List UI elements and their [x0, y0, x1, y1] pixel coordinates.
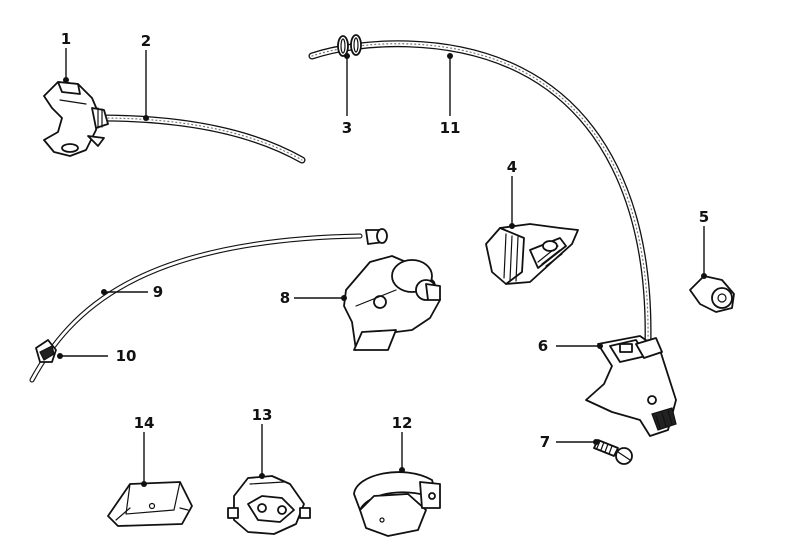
callout-13: 13 — [252, 406, 273, 479]
part-2-cable — [96, 114, 306, 164]
callout-9: 9 — [101, 283, 163, 301]
callout-2: 2 — [141, 32, 151, 121]
callout-7: 7 — [540, 433, 599, 451]
part-14-rubber-block — [107, 481, 193, 527]
part-12-band-clamp — [353, 471, 441, 537]
callout-label: 9 — [153, 283, 163, 301]
callout-10: 10 — [57, 347, 136, 365]
part-5-cap — [689, 275, 735, 313]
callout-1: 1 — [61, 30, 71, 83]
part-10-wire-clip — [35, 339, 57, 363]
callout-14: 14 — [134, 414, 155, 487]
callout-label: 7 — [540, 433, 550, 451]
callout-label: 1 — [61, 30, 71, 48]
callout-6: 6 — [538, 337, 603, 355]
callout-11: 11 — [440, 53, 461, 137]
callout-label: 4 — [507, 158, 517, 176]
callout-label: 5 — [699, 208, 709, 226]
callout-label: 11 — [440, 119, 461, 137]
callout-label: 14 — [134, 414, 155, 432]
part-7-screw — [593, 439, 633, 465]
callout-label: 10 — [116, 347, 137, 365]
part-13-socket-plate — [227, 475, 311, 535]
callout-12: 12 — [392, 414, 413, 473]
part-11-cable — [308, 40, 652, 344]
callout-3: 3 — [342, 53, 352, 137]
callout-label: 12 — [392, 414, 413, 432]
part-3-rings — [337, 34, 362, 57]
callout-4: 4 — [507, 158, 517, 229]
callout-label: 8 — [280, 289, 290, 307]
part-9-wire — [29, 228, 388, 383]
part-6-bracket-housing — [585, 335, 677, 437]
callout-5: 5 — [699, 208, 709, 279]
callout-label: 3 — [342, 119, 352, 137]
part-8-switch-housing — [343, 255, 441, 351]
part-4-switch-cover — [485, 223, 579, 285]
callout-label: 2 — [141, 32, 151, 50]
callout-8: 8 — [280, 289, 347, 307]
callout-label: 13 — [252, 406, 273, 424]
part-1-clamp-housing — [43, 81, 109, 157]
callout-label: 6 — [538, 337, 548, 355]
